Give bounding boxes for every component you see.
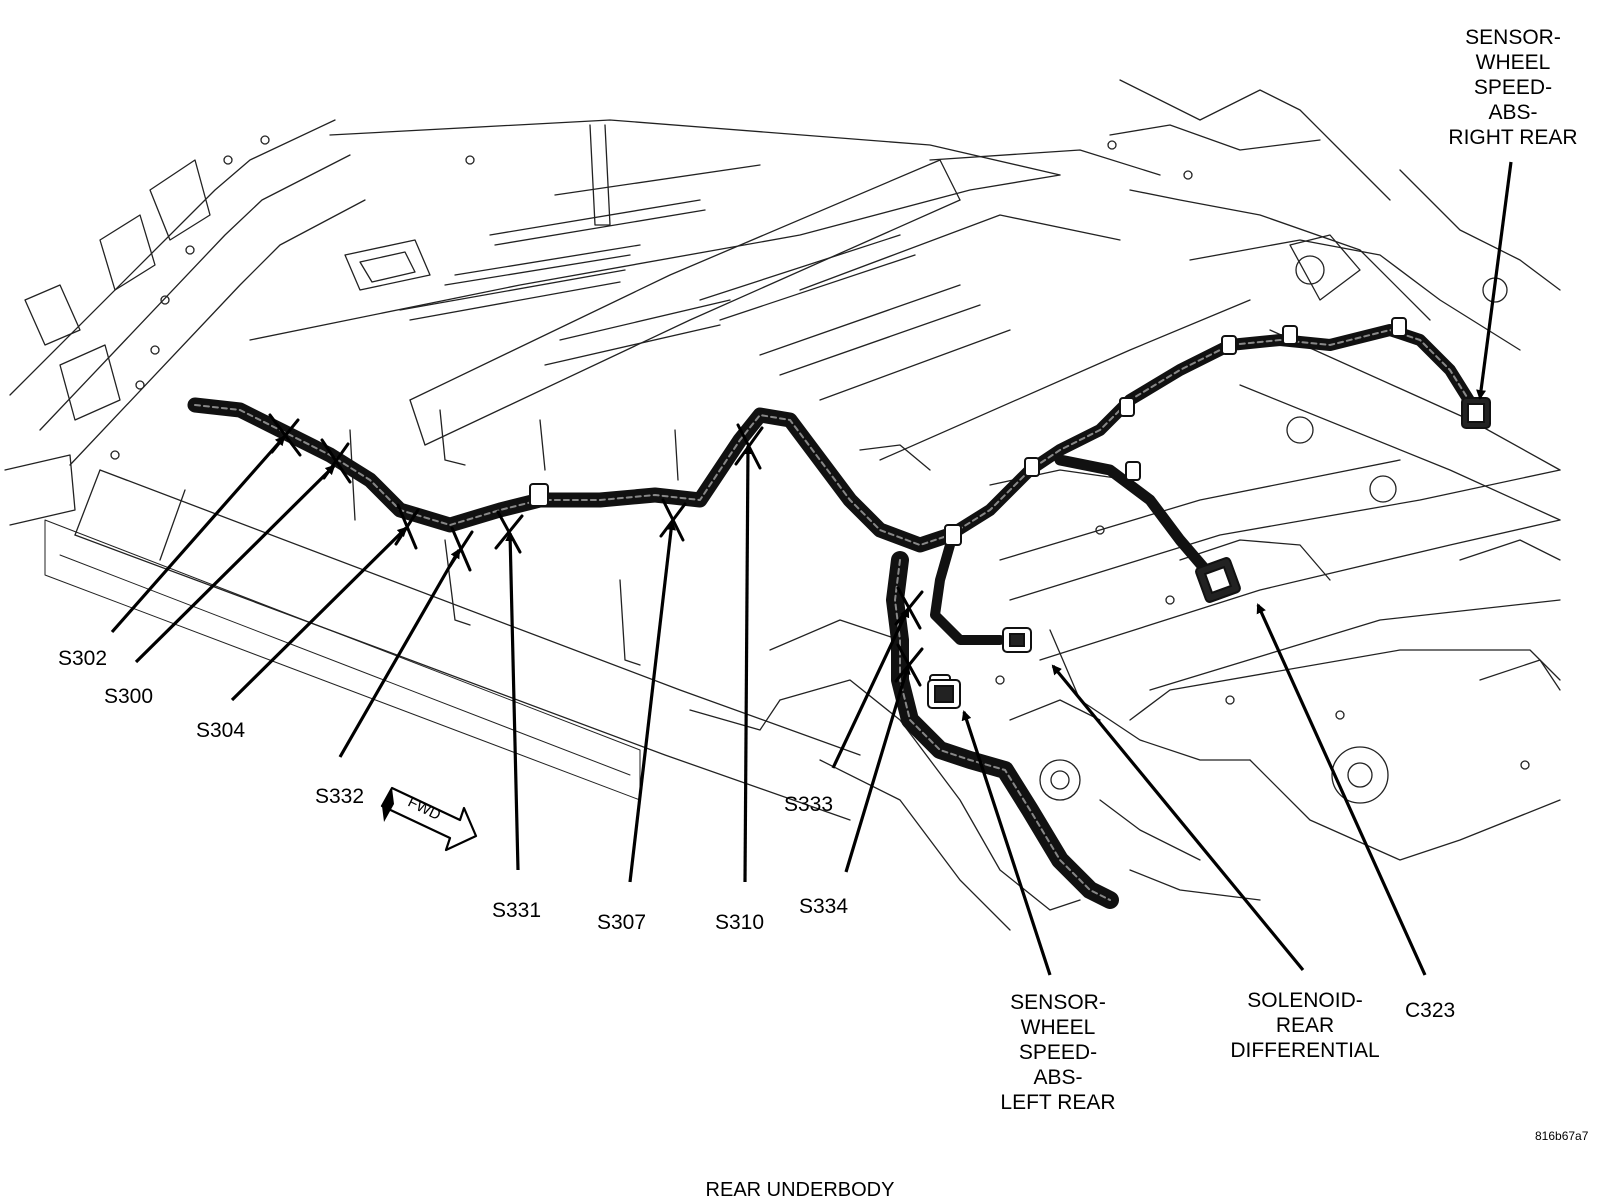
label-s310: S310 xyxy=(715,911,765,934)
callout-line-s307 xyxy=(628,520,677,883)
label-line: DIFFERENTIAL xyxy=(1230,1039,1380,1062)
label-s333: S333 xyxy=(784,793,834,816)
label-line: SPEED- xyxy=(1018,1041,1098,1064)
connector-c323 xyxy=(1195,557,1241,603)
label-line: WHEEL xyxy=(1475,51,1551,74)
label-line: SENSOR- xyxy=(1465,26,1561,49)
label-c323: C323 xyxy=(1405,999,1456,1022)
fwd-arrow-icon: FWD xyxy=(380,786,478,852)
label-s334: S334 xyxy=(799,895,849,918)
connectors xyxy=(927,397,1491,709)
label-s302: S302 xyxy=(58,647,108,670)
callout-lines xyxy=(110,161,1513,976)
callout-line-s310 xyxy=(742,444,753,883)
callout-line-s304 xyxy=(230,526,408,702)
diagram-caption: REAR UNDERBODY xyxy=(705,1179,895,1201)
callout-line-s334 xyxy=(844,664,911,873)
label-line: REAR xyxy=(1275,1014,1335,1037)
label-solenoid-rear-differential: SOLENOID- REAR DIFFERENTIAL xyxy=(1210,988,1400,1063)
callout-line-s300 xyxy=(134,464,336,664)
connector-left-rear-sensor xyxy=(927,679,961,709)
splice-marker-s332 xyxy=(448,526,474,572)
label-sensor-wheel-speed-abs-left-rear: SENSOR- WHEEL SPEED- ABS- LEFT REAR xyxy=(978,990,1138,1115)
vehicle-underbody-lineart xyxy=(4,79,1561,931)
label-line: SPEED- xyxy=(1473,76,1553,99)
label-s304: S304 xyxy=(196,719,246,742)
connector-right-rear-sensor xyxy=(1461,397,1491,429)
callout-line-s333 xyxy=(831,607,910,769)
callout-line-sensor-right xyxy=(1476,161,1513,400)
label-line: RIGHT REAR xyxy=(1448,126,1578,149)
label-line: WHEEL xyxy=(1020,1016,1096,1039)
label-s307: S307 xyxy=(597,911,647,934)
callout-line-s331 xyxy=(505,531,520,871)
label-line: ABS- xyxy=(1488,101,1538,124)
callout-line-solenoid xyxy=(1051,664,1305,972)
figure-id: 816b67a7 xyxy=(1535,1129,1589,1143)
callout-line-sensor-left xyxy=(961,710,1052,976)
connector-solenoid xyxy=(1002,627,1032,653)
label-line: SENSOR- xyxy=(1010,991,1106,1014)
label-line: SOLENOID- xyxy=(1247,989,1363,1012)
callout-line-c323 xyxy=(1256,603,1427,976)
harness-solenoid-branch xyxy=(930,540,1005,645)
label-s332: S332 xyxy=(315,785,365,808)
callout-line-s332 xyxy=(338,548,461,758)
harness-main-trunk xyxy=(187,397,958,553)
harness-c323-branch xyxy=(1054,454,1216,581)
splice-marker-s307 xyxy=(659,498,687,542)
harness-left-sensor-branch xyxy=(886,551,1119,909)
label-s331: S331 xyxy=(492,899,542,922)
label-line: LEFT REAR xyxy=(1000,1091,1116,1114)
label-line: ABS- xyxy=(1033,1066,1083,1089)
label-sensor-wheel-speed-abs-right-rear: SENSOR- WHEEL SPEED- ABS- RIGHT REAR xyxy=(1428,25,1598,150)
label-s300: S300 xyxy=(104,685,154,708)
callout-line-s302 xyxy=(110,435,286,634)
